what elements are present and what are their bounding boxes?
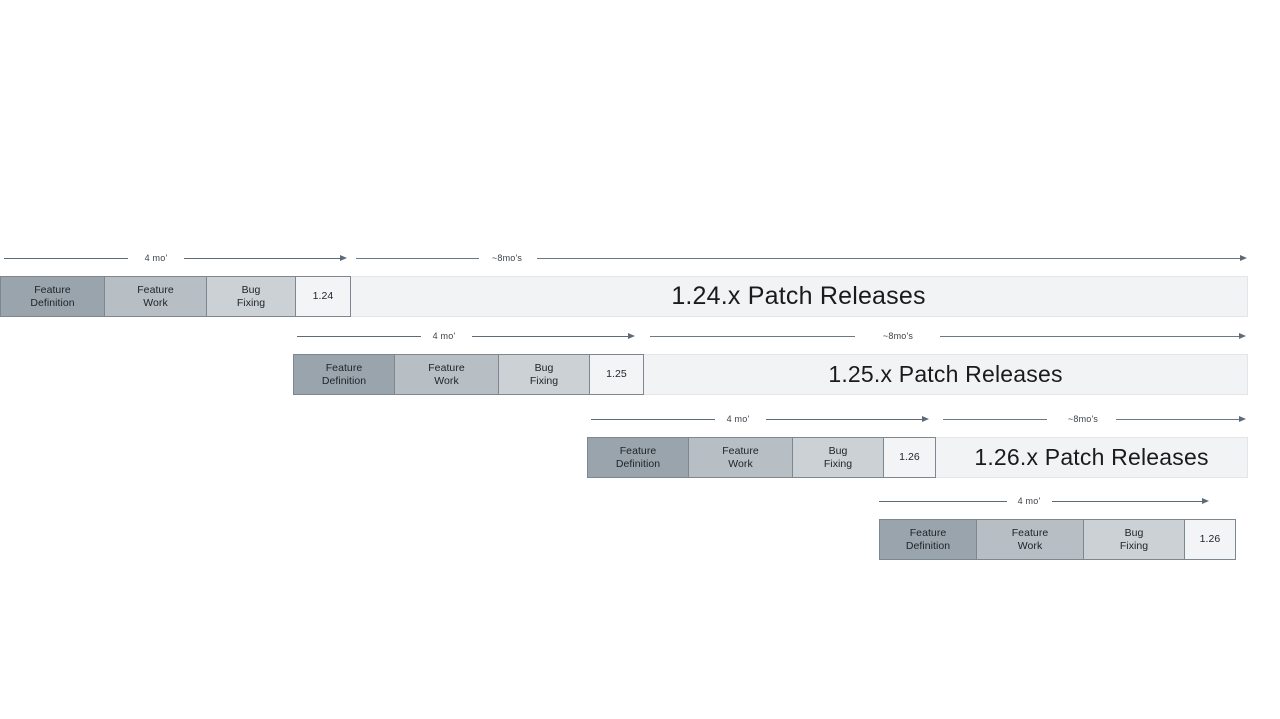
patch-duration-arrow-1-25: ~8mo's bbox=[650, 330, 1248, 344]
version-box[interactable]: 1.26 bbox=[883, 437, 936, 478]
phase-feature-work[interactable]: Feature Work bbox=[688, 437, 792, 478]
phase-feature-definition[interactable]: Feature Definition bbox=[293, 354, 394, 395]
phase-label-line2: Work bbox=[1017, 539, 1043, 552]
phase-boxes-1-27: Feature Definition Feature Work Bug Fixi… bbox=[879, 519, 1236, 560]
patch-release-label: 1.24.x Patch Releases bbox=[671, 282, 926, 310]
version-label: 1.25 bbox=[606, 368, 627, 381]
phase-label-line2: Definition bbox=[905, 539, 951, 552]
patch-release-label: 1.25.x Patch Releases bbox=[828, 361, 1063, 387]
phase-feature-work[interactable]: Feature Work bbox=[394, 354, 498, 395]
dev-duration-arrow-1-25: 4 mo' bbox=[297, 330, 641, 344]
phase-label-line1: Feature bbox=[619, 445, 657, 457]
patch-duration-arrow-1-24: ~8mo's bbox=[356, 252, 1248, 266]
phase-bug-fixing[interactable]: Bug Fixing bbox=[498, 354, 589, 395]
dev-duration-label: 4 mo' bbox=[144, 253, 168, 263]
dev-duration-label: 4 mo' bbox=[726, 414, 750, 424]
phase-label-line2: Fixing bbox=[236, 296, 266, 309]
patch-duration-arrow-1-26: ~8mo's bbox=[943, 413, 1248, 427]
dev-duration-label: 4 mo' bbox=[432, 331, 456, 341]
phase-label-line1: Bug bbox=[1124, 527, 1144, 539]
phase-label-line1: Bug bbox=[241, 284, 261, 296]
dev-duration-label: 4 mo' bbox=[1017, 496, 1041, 506]
patch-release-label: 1.26.x Patch Releases bbox=[974, 444, 1209, 470]
patch-release-band-1-26: 1.26.x Patch Releases bbox=[936, 437, 1248, 478]
dev-duration-arrow-1-24: 4 mo' bbox=[4, 252, 348, 266]
phase-label-line2: Definition bbox=[321, 374, 367, 387]
phase-label-line1: Feature bbox=[137, 284, 174, 296]
phase-label-line1: Bug bbox=[828, 445, 848, 457]
phase-label-line2: Fixing bbox=[529, 374, 559, 387]
phase-label-line1: Feature bbox=[722, 445, 759, 457]
phase-label-line2: Fixing bbox=[823, 457, 853, 470]
dev-duration-arrow-1-27: 4 mo' bbox=[879, 495, 1211, 509]
phase-bug-fixing[interactable]: Bug Fixing bbox=[206, 276, 295, 317]
phase-label-line1: Bug bbox=[534, 362, 554, 374]
phase-feature-work[interactable]: Feature Work bbox=[104, 276, 206, 317]
version-label: 1.24 bbox=[312, 290, 334, 303]
phase-boxes-1-24: Feature Definition Feature Work Bug Fixi… bbox=[0, 276, 351, 317]
phase-label-line2: Definition bbox=[30, 296, 75, 309]
phase-label-line2: Definition bbox=[615, 457, 661, 470]
patch-release-band-1-25: 1.25.x Patch Releases bbox=[644, 354, 1248, 395]
patch-duration-label: ~8mo's bbox=[882, 331, 914, 341]
phase-label-line1: Feature bbox=[34, 284, 71, 296]
phase-feature-definition[interactable]: Feature Definition bbox=[0, 276, 104, 317]
patch-duration-label: ~8mo's bbox=[491, 253, 523, 263]
patch-release-band-1-24: 1.24.x Patch Releases bbox=[350, 276, 1248, 317]
phase-label-line2: Work bbox=[434, 374, 459, 387]
phase-bug-fixing[interactable]: Bug Fixing bbox=[792, 437, 883, 478]
phase-label-line1: Feature bbox=[1011, 527, 1049, 539]
phase-boxes-1-25: Feature Definition Feature Work Bug Fixi… bbox=[293, 354, 644, 395]
version-box[interactable]: 1.26 bbox=[1184, 519, 1236, 560]
version-label: 1.26 bbox=[899, 451, 920, 464]
dev-duration-arrow-1-26: 4 mo' bbox=[591, 413, 935, 427]
version-box[interactable]: 1.24 bbox=[295, 276, 351, 317]
phase-feature-work[interactable]: Feature Work bbox=[976, 519, 1083, 560]
phase-label-line1: Feature bbox=[428, 362, 465, 374]
patch-duration-label: ~8mo's bbox=[1067, 414, 1099, 424]
phase-boxes-1-26: Feature Definition Feature Work Bug Fixi… bbox=[587, 437, 936, 478]
version-label: 1.26 bbox=[1199, 533, 1221, 546]
phase-feature-definition[interactable]: Feature Definition bbox=[879, 519, 976, 560]
phase-bug-fixing[interactable]: Bug Fixing bbox=[1083, 519, 1184, 560]
phase-label-line1: Feature bbox=[325, 362, 363, 374]
phase-label-line1: Feature bbox=[909, 527, 947, 539]
phase-feature-definition[interactable]: Feature Definition bbox=[587, 437, 688, 478]
phase-label-line2: Fixing bbox=[1119, 539, 1149, 552]
version-box[interactable]: 1.25 bbox=[589, 354, 644, 395]
phase-label-line2: Work bbox=[143, 296, 168, 309]
phase-label-line2: Work bbox=[728, 457, 753, 470]
